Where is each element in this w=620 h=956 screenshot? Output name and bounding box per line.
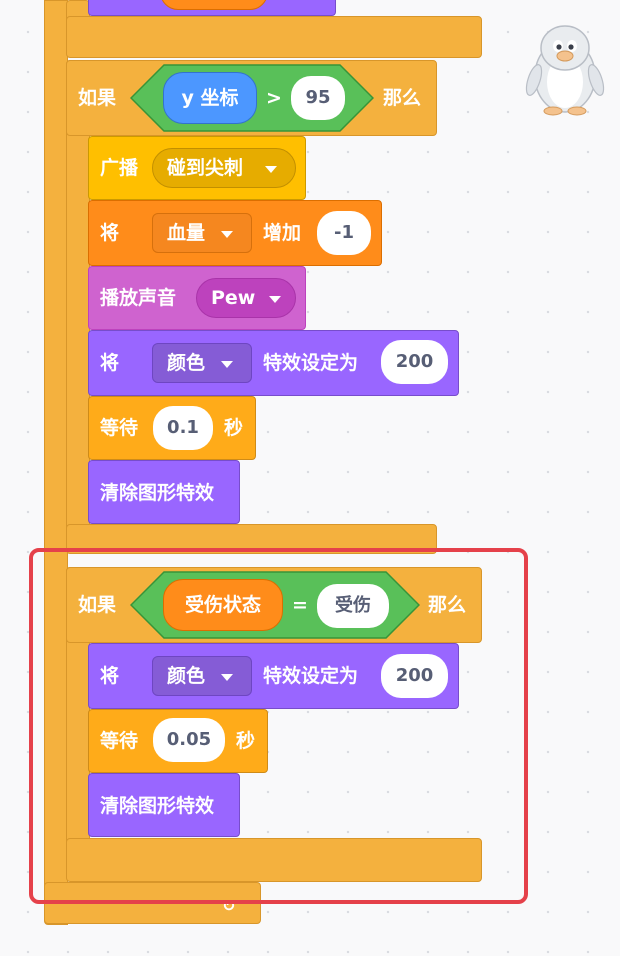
set-effect-label-pre-1: 将 <box>100 352 120 374</box>
sound-name-text: Pew <box>211 287 256 309</box>
then-label-1: 那么 <box>383 87 422 109</box>
wait-seconds-input-1[interactable]: 0.1 <box>153 406 213 450</box>
clear-effects-block-2[interactable] <box>88 773 240 837</box>
effect-value-input-1[interactable]: 200 <box>381 340 448 384</box>
wait-label-pre-1: 等待 <box>100 417 139 439</box>
chevron-down-icon <box>221 674 233 681</box>
set-effect-label-mid-2: 特效设定为 <box>263 665 359 687</box>
change-variable-label-pre: 将 <box>100 222 120 244</box>
operator-symbol-1: > <box>266 87 282 109</box>
broadcast-label: 广播 <box>100 157 139 179</box>
hurt-state-reporter[interactable]: 受伤状态 <box>163 579 283 631</box>
set-effect-label-mid-1: 特效设定为 <box>263 352 359 374</box>
previous-if-bottom[interactable] <box>66 16 482 58</box>
effect-dropdown-2[interactable]: 颜色 <box>152 656 252 696</box>
broadcast-message-dropdown[interactable]: 碰到尖刺 <box>152 148 296 188</box>
change-amount-input[interactable]: -1 <box>317 211 371 255</box>
chevron-down-icon <box>265 166 277 173</box>
set-effect-label-pre-2: 将 <box>100 665 120 687</box>
broadcast-message-text: 碰到尖刺 <box>167 157 244 179</box>
y-position-reporter[interactable]: y 坐标 <box>163 72 257 124</box>
chevron-down-icon <box>269 296 281 303</box>
compare-value-input-2[interactable]: 受伤 <box>317 584 389 628</box>
wait-label-post-2: 秒 <box>236 730 256 752</box>
compare-value-input-1[interactable]: 95 <box>291 76 345 120</box>
penguin-sprite-icon[interactable] <box>520 18 610 118</box>
sound-dropdown[interactable]: Pew <box>196 278 296 318</box>
if-label-2: 如果 <box>78 594 117 616</box>
if-block-2-bottom[interactable] <box>66 838 482 882</box>
if-block-1-bar[interactable] <box>66 60 90 550</box>
effect-name-text-1: 颜色 <box>167 352 206 374</box>
clear-effects-label-2: 清除图形特效 <box>100 795 215 817</box>
operator-symbol-2: = <box>292 594 308 616</box>
clear-effects-label-1: 清除图形特效 <box>100 482 215 504</box>
play-sound-label: 播放声音 <box>100 287 177 309</box>
then-label-2: 那么 <box>428 594 467 616</box>
selection-highlight <box>29 548 528 904</box>
effect-dropdown-1[interactable]: 颜色 <box>152 343 252 383</box>
outer-loop-bar[interactable] <box>44 0 68 925</box>
variable-name-text: 血量 <box>167 222 206 244</box>
change-variable-label-mid: 增加 <box>263 222 302 244</box>
clear-effects-block-1[interactable] <box>88 460 240 524</box>
variable-dropdown[interactable]: 血量 <box>152 213 252 253</box>
if-label-1: 如果 <box>78 87 117 109</box>
previous-reporter[interactable] <box>160 0 268 10</box>
chevron-down-icon <box>221 231 233 238</box>
wait-label-pre-2: 等待 <box>100 730 139 752</box>
chevron-down-icon <box>221 361 233 368</box>
wait-seconds-input-2[interactable]: 0.05 <box>153 718 225 762</box>
effect-name-text-2: 颜色 <box>167 665 206 687</box>
wait-label-post-1: 秒 <box>224 417 244 439</box>
effect-value-input-2[interactable]: 200 <box>381 654 448 698</box>
